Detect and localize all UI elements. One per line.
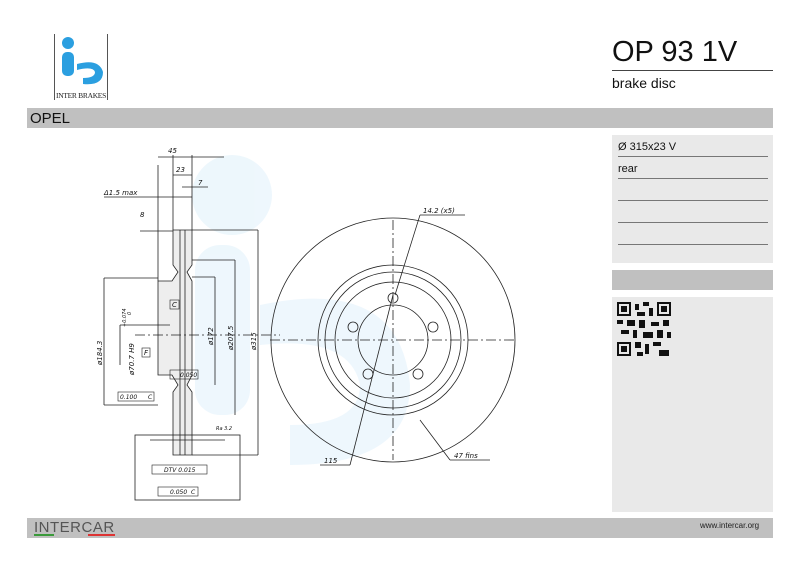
make-bar — [27, 108, 773, 128]
spec-panel: Ø 315x23 V rear — [612, 135, 773, 263]
logo-mark-icon — [62, 37, 103, 85]
bolt-holes-label: 14.2 (x5) — [423, 207, 455, 215]
spec-row-empty — [618, 179, 768, 201]
flatness: 0.050 — [180, 372, 197, 379]
fins-label: 47 fins — [454, 452, 478, 460]
pcd-label: 115 — [324, 457, 338, 465]
tol-lower: 0 — [127, 312, 133, 315]
dia-207: ø207.5 — [227, 325, 235, 351]
dia-184: ø184.3 — [96, 341, 104, 366]
watermark-logo — [192, 155, 410, 465]
info-bar — [612, 270, 773, 290]
datum-c: C — [172, 301, 177, 309]
logo-red-stripe — [88, 534, 115, 536]
part-description: brake disc — [612, 75, 676, 91]
logo-text: INTER BRAKES — [56, 91, 106, 100]
inter-brakes-logo: INTER BRAKES — [54, 34, 108, 100]
qr-panel — [612, 297, 773, 512]
dim-8: 8 — [140, 211, 145, 219]
footer-bar — [27, 518, 773, 538]
runout-label: Δ1.5 max — [103, 189, 138, 197]
runout-ref: C — [191, 489, 196, 496]
logo-green-stripe — [34, 534, 54, 536]
dia-315: ø315 — [250, 332, 258, 351]
title-divider — [612, 70, 773, 71]
parallel-ref: C — [148, 394, 153, 401]
spec-axle: rear — [618, 157, 768, 179]
website-link[interactable]: www.intercar.org — [700, 521, 760, 530]
spec-row-empty — [618, 201, 768, 223]
parallel: 0.100 — [120, 394, 137, 401]
qr-code-icon[interactable] — [617, 302, 671, 356]
technical-drawing: 45 23 7 Δ1.5 max 8 ø184.3 ø70.7 H9 +0.07… — [96, 147, 516, 501]
cross-section — [103, 155, 280, 501]
intercar-logo: INTERCAR — [34, 519, 115, 536]
spec-row-empty — [618, 223, 768, 245]
part-number: OP 93 1V — [612, 36, 738, 68]
vehicle-make: OPEL — [30, 110, 71, 127]
spec-dimension: Ø 315x23 V — [618, 135, 768, 157]
dim-7: 7 — [198, 179, 203, 187]
front-view — [270, 214, 516, 466]
dia-172: ø172 — [207, 327, 215, 346]
dtv: DTV 0.015 — [164, 467, 196, 474]
tol-upper: +0.074 — [122, 308, 128, 327]
dim-width: 45 — [168, 147, 177, 155]
roughness: Ra 3.2 — [216, 426, 232, 432]
datum-f: F — [144, 349, 149, 357]
runout-tol: 0.050 — [170, 489, 187, 496]
dim-thickness: 23 — [176, 166, 185, 174]
dia-center: ø70.7 H9 — [128, 343, 136, 376]
